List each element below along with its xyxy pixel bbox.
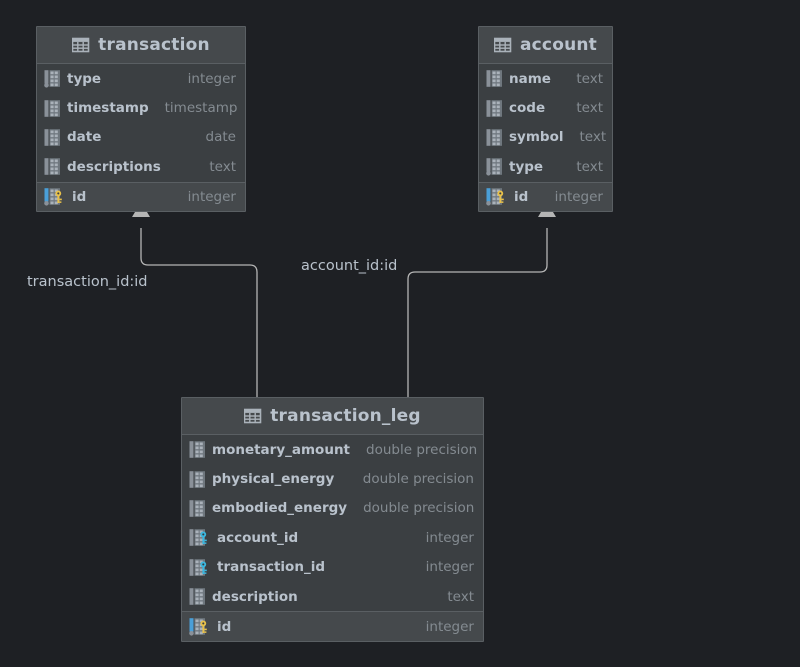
- column-row-physical_energy[interactable]: physical_energy double precision: [182, 464, 483, 493]
- entity-table-account[interactable]: account name text code text symbol text type te…: [478, 26, 613, 212]
- column-type: timestamp: [164, 100, 238, 117]
- column-name: type: [67, 70, 102, 87]
- indexed-column-icon: [44, 69, 61, 88]
- entity-columns: type integer timestamp timestamp date date des…: [37, 64, 245, 211]
- connector-transaction-leg-to-account[interactable]: [407, 228, 548, 397]
- column-name: embodied_energy: [212, 500, 348, 517]
- column-icon: [486, 99, 503, 118]
- primary-key-icon: [486, 187, 508, 206]
- entity-title: transaction: [98, 35, 210, 55]
- column-icon: [44, 128, 61, 147]
- column-icon: [486, 69, 503, 88]
- column-row-symbol[interactable]: symbol text: [479, 123, 612, 152]
- primary-key-icon: [44, 187, 66, 206]
- primary-key-icon: [189, 617, 211, 636]
- column-row-code[interactable]: code text: [479, 93, 612, 122]
- column-name: date: [67, 129, 102, 146]
- column-row-transaction_id[interactable]: transaction_id integer: [182, 553, 483, 582]
- column-name: transaction_id: [217, 559, 325, 576]
- relationship-label-transaction-leg-to-transaction: transaction_id:id: [27, 274, 148, 290]
- column-type: double precision: [363, 500, 475, 517]
- entity-header-account[interactable]: account: [479, 27, 612, 64]
- column-name: descriptions: [67, 158, 161, 175]
- column-type: double precision: [366, 441, 478, 458]
- entity-header-transaction_leg[interactable]: transaction_leg: [182, 398, 483, 435]
- entity-columns: name text code text symbol text type text id in…: [479, 64, 612, 211]
- column-row-id[interactable]: id integer: [37, 181, 245, 211]
- column-icon: [189, 470, 206, 489]
- column-type: integer: [554, 188, 603, 205]
- column-row-date[interactable]: date date: [37, 123, 245, 152]
- column-type: text: [447, 588, 474, 605]
- foreign-key-icon: [189, 528, 211, 547]
- column-name: physical_energy: [212, 471, 335, 488]
- column-name: name: [509, 70, 551, 87]
- column-name: id: [217, 618, 232, 635]
- column-row-id[interactable]: id integer: [479, 181, 612, 211]
- column-row-type[interactable]: type integer: [37, 64, 245, 93]
- table-icon: [72, 37, 90, 53]
- relationship-label-transaction-leg-to-account: account_id:id: [301, 258, 398, 274]
- column-row-monetary_amount[interactable]: monetary_amount double precision: [182, 435, 483, 464]
- column-row-timestamp[interactable]: timestamp timestamp: [37, 93, 245, 122]
- column-icon: [486, 128, 503, 147]
- column-name: timestamp: [67, 100, 149, 117]
- column-type: integer: [425, 529, 474, 546]
- column-icon: [44, 157, 61, 176]
- column-type: integer: [187, 70, 236, 87]
- foreign-key-icon: [189, 558, 211, 577]
- column-name: description: [212, 588, 298, 605]
- column-row-embodied_energy[interactable]: embodied_energy double precision: [182, 494, 483, 523]
- column-name: code: [509, 100, 546, 117]
- column-icon: [189, 440, 206, 459]
- column-name: id: [514, 188, 529, 205]
- column-row-name[interactable]: name text: [479, 64, 612, 93]
- column-icon: [189, 499, 206, 518]
- column-type: double precision: [362, 471, 474, 488]
- column-name: type: [509, 158, 544, 175]
- entity-header-transaction[interactable]: transaction: [37, 27, 245, 64]
- column-type: text: [576, 70, 603, 87]
- column-type: integer: [425, 618, 474, 635]
- column-row-descriptions[interactable]: descriptions text: [37, 152, 245, 181]
- entity-title: account: [519, 35, 598, 55]
- column-type: text: [576, 158, 603, 175]
- table-icon: [244, 408, 262, 424]
- column-name: symbol: [509, 129, 564, 146]
- column-type: text: [576, 100, 603, 117]
- column-type: integer: [425, 559, 474, 576]
- column-row-account_id[interactable]: account_id integer: [182, 523, 483, 552]
- column-icon: [189, 587, 206, 606]
- column-type: text: [209, 158, 236, 175]
- column-name: account_id: [217, 529, 299, 546]
- column-icon: [44, 99, 61, 118]
- table-icon: [493, 37, 512, 53]
- column-name: monetary_amount: [212, 441, 351, 458]
- indexed-column-icon: [486, 157, 503, 176]
- entity-title: transaction_leg: [270, 406, 421, 426]
- column-type: text: [579, 129, 607, 146]
- column-name: id: [72, 188, 87, 205]
- connector-transaction-leg-to-transaction[interactable]: [140, 228, 258, 397]
- column-row-description[interactable]: description text: [182, 582, 483, 611]
- column-row-type[interactable]: type text: [479, 152, 612, 181]
- column-type: integer: [187, 188, 236, 205]
- column-type: date: [205, 129, 236, 146]
- column-row-id[interactable]: id integer: [182, 611, 483, 641]
